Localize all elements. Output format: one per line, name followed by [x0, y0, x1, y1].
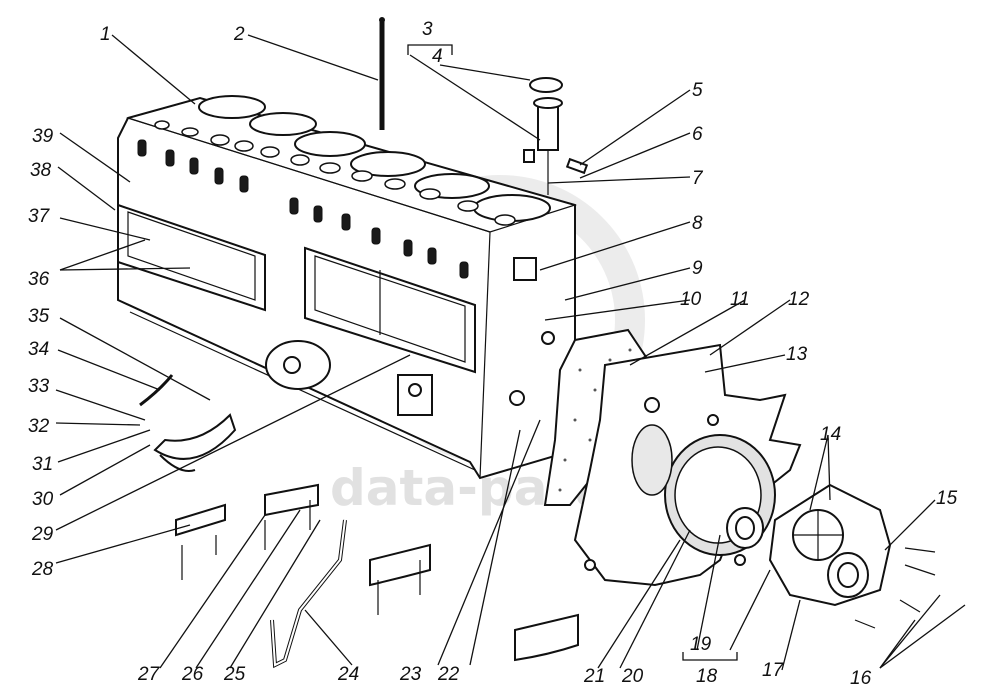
callout-labels: 1 2 3 4 5 6 7 8 9 10 11 12 13 14 15 16 1… [28, 19, 958, 689]
callout-7: 7 [692, 168, 704, 189]
callout-14: 14 [820, 424, 841, 445]
callout-15: 15 [936, 488, 958, 509]
callout-24: 24 [337, 664, 359, 685]
part-4-filler-neck [523, 77, 563, 195]
bearing-caps [153, 413, 579, 662]
callout-1: 1 [100, 24, 111, 45]
callout-4: 4 [432, 46, 443, 67]
seal-ring [726, 507, 764, 549]
callout-39: 39 [32, 126, 54, 147]
callout-5: 5 [692, 80, 703, 101]
callout-3: 3 [422, 19, 433, 40]
callout-38: 38 [30, 160, 52, 181]
part-2-rod [379, 17, 385, 130]
callout-22: 22 [437, 664, 460, 685]
callout-36: 36 [28, 269, 50, 290]
callout-37: 37 [28, 206, 51, 227]
callout-30: 30 [32, 489, 54, 510]
callout-31: 31 [32, 454, 53, 475]
oil-pipe [270, 519, 347, 669]
callout-35: 35 [28, 306, 50, 327]
callout-33: 33 [28, 376, 50, 397]
thrust-washer [139, 374, 174, 407]
callout-19: 19 [690, 634, 712, 655]
callout-13: 13 [786, 344, 808, 365]
cover-plate [768, 483, 892, 607]
callout-17: 17 [762, 660, 785, 681]
part-5-bolt [565, 157, 589, 175]
callout-6: 6 [692, 124, 703, 145]
callout-8: 8 [692, 213, 703, 234]
cylinder-block [117, 95, 578, 480]
callout-2: 2 [233, 24, 245, 45]
callout-28: 28 [31, 559, 54, 580]
callout-27: 27 [137, 664, 161, 685]
callout-34: 34 [28, 339, 49, 360]
callout-10: 10 [680, 289, 702, 310]
callout-21: 21 [583, 666, 605, 687]
callout-18: 18 [696, 666, 718, 687]
callout-9: 9 [692, 258, 703, 279]
callout-12: 12 [788, 289, 810, 310]
leader-lines [55, 34, 966, 671]
bolts-16 [854, 547, 936, 629]
callout-25: 25 [223, 664, 246, 685]
callout-16: 16 [850, 668, 872, 689]
callout-26: 26 [181, 664, 204, 685]
callout-29: 29 [31, 524, 54, 545]
callout-20: 20 [621, 666, 644, 687]
callout-32: 32 [28, 416, 50, 437]
callout-11: 11 [730, 289, 750, 310]
callout-23: 23 [399, 664, 422, 685]
